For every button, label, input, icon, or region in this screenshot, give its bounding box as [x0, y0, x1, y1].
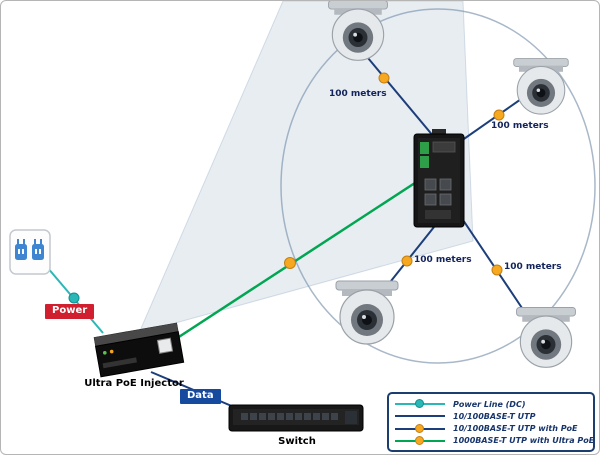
- legend: Power Line (DC) 10/100BASE-T UTP 10/100B…: [387, 392, 595, 452]
- distance-label-top: 100 meters: [329, 89, 387, 99]
- legend-item-utp: 10/100BASE-T UTP: [395, 410, 587, 422]
- poe-dot-bottom-center: [401, 255, 413, 267]
- camera-line-top: [367, 57, 435, 138]
- legend-label-utp-poe: 10/100BASE-T UTP with PoE: [453, 424, 578, 434]
- data-badge: Data: [180, 389, 221, 404]
- legend-swatch-utp: [395, 410, 445, 422]
- legend-swatch-ultra-poe: [395, 435, 445, 447]
- coverage-circle: [280, 8, 596, 364]
- distance-label-bottom-center: 100 meters: [414, 255, 472, 265]
- poe-dot-top: [378, 72, 390, 84]
- distance-label-bottom-right: 100 meters: [504, 262, 562, 272]
- ac-outlet-icon: [9, 229, 51, 275]
- legend-item-utp-poe: 10/100BASE-T UTP with PoE: [395, 423, 587, 435]
- legend-swatch-utp-poe: [395, 423, 445, 435]
- camera-line-bottom-center: [390, 226, 435, 282]
- injector-label: Ultra PoE Injector: [84, 378, 184, 389]
- distance-label-right: 100 meters: [491, 121, 549, 131]
- camera-line-bottom-right: [456, 210, 523, 309]
- rack-switch-icon: [228, 404, 364, 432]
- power-dot: [68, 292, 80, 304]
- legend-label-utp: 10/100BASE-T UTP: [453, 411, 536, 421]
- poe-injector-icon: [93, 322, 185, 378]
- dome-camera-icon: [515, 306, 577, 368]
- legend-swatch-power-line: [395, 398, 445, 410]
- switch-label: Switch: [278, 436, 316, 447]
- dome-camera-icon: [335, 280, 399, 345]
- poe-dot-bottom-right: [491, 264, 503, 276]
- industrial-switch-icon: [413, 129, 465, 228]
- dome-camera-icon: [513, 58, 569, 115]
- legend-label-ultra-poe: 1000BASE-T UTP with Ultra PoE: [453, 436, 595, 446]
- poe-dot-ultra: [284, 257, 296, 269]
- legend-label-power-line: Power Line (DC): [453, 399, 526, 409]
- legend-item-power-line: Power Line (DC): [395, 398, 587, 410]
- power-badge: Power: [45, 304, 95, 319]
- legend-item-ultra-poe: 1000BASE-T UTP with Ultra PoE: [395, 435, 594, 447]
- poe-dot-right: [493, 109, 505, 121]
- camera-line-right: [460, 96, 525, 142]
